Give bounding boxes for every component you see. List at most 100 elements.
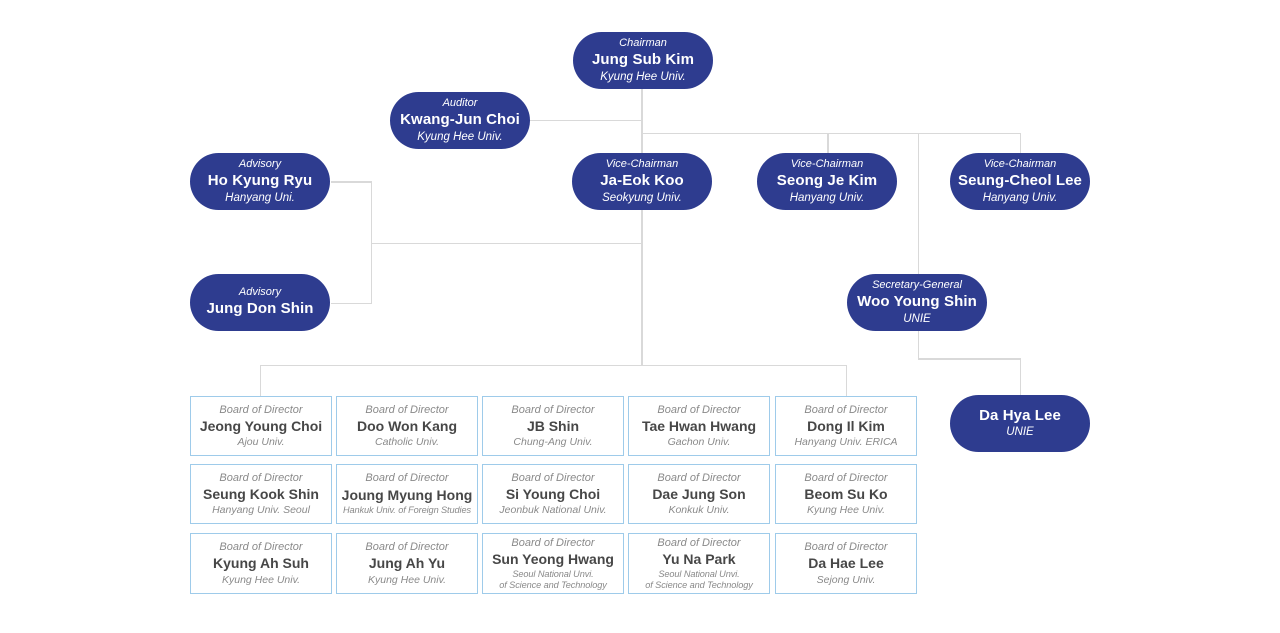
node-name: Kwang-Jun Choi	[400, 110, 520, 128]
node-name: Seong Je Kim	[776, 171, 878, 189]
org-node-chairman: Chairman Jung Sub Kim Kyung Hee Univ.	[573, 32, 713, 89]
org-node-board-9: Board of Director Dae Jung Son Konkuk Un…	[628, 464, 770, 524]
connector-center-trunk	[641, 210, 643, 365]
connector-advisory1	[331, 181, 371, 183]
node-org: Seoul National Unvi. of Science and Tech…	[645, 569, 753, 590]
node-role: Advisory	[238, 157, 282, 170]
connector-vchairman2-drop	[827, 132, 829, 154]
node-name: Ho Kyung Ryu	[207, 171, 313, 189]
node-org: Hanyang Uni.	[225, 191, 295, 204]
connector-advisory2	[331, 302, 371, 304]
node-role: Board of Director	[804, 541, 888, 554]
node-org: Kyung Hee Univ.	[367, 573, 446, 586]
connector-secretary-staff	[917, 358, 1021, 360]
node-org: Kyung Hee Univ.	[600, 70, 686, 83]
node-role: Board of Director	[511, 536, 595, 549]
connector-board-right-drop	[845, 364, 847, 397]
connector-auditor	[528, 119, 642, 121]
node-name: Dae Jung Son	[652, 485, 746, 502]
node-role: Auditor	[442, 96, 478, 109]
connector-advisory-trunk	[370, 242, 642, 244]
node-role: Board of Director	[219, 403, 303, 416]
node-role: Board of Director	[657, 403, 741, 416]
node-role: Board of Director	[511, 471, 595, 484]
node-name: Seung-Cheol Lee	[957, 171, 1082, 189]
node-role: Board of Director	[511, 403, 595, 416]
node-role: Vice-Chairman	[605, 157, 679, 170]
org-node-board-8: Board of Director Si Young Choi Jeonbuk …	[482, 464, 624, 524]
org-node-board-5: Board of Director Dong Il Kim Hanyang Un…	[775, 396, 917, 456]
node-name: Da Hae Lee	[808, 555, 884, 572]
node-name: Si Young Choi	[505, 485, 601, 502]
org-node-board-10: Board of Director Beom Su Ko Kyung Hee U…	[775, 464, 917, 524]
org-node-auditor: Auditor Kwang-Jun Choi Kyung Hee Univ.	[390, 92, 530, 149]
node-role: Vice-Chairman	[983, 157, 1057, 170]
node-org: Ajou Univ.	[237, 436, 285, 449]
node-org: Hanyang Univ. Seoul	[212, 504, 310, 517]
node-role: Board of Director	[657, 471, 741, 484]
node-role: Board of Director	[365, 472, 449, 485]
node-name: Kyung Ah Suh	[213, 555, 309, 572]
node-role: Board of Director	[657, 536, 741, 549]
node-role: Board of Director	[219, 471, 303, 484]
node-org: Gachon Univ.	[667, 436, 731, 449]
org-node-board-15: Board of Director Da Hae Lee Sejong Univ…	[775, 533, 917, 594]
node-org: Jeonbuk National Univ.	[499, 504, 607, 517]
node-name: Da Hya Lee	[979, 406, 1061, 424]
node-org: Hankuk Univ. of Foreign Studies	[343, 505, 471, 516]
node-org: UNIE	[903, 312, 931, 325]
node-role: Board of Director	[219, 541, 303, 554]
org-node-board-11: Board of Director Kyung Ah Suh Kyung Hee…	[190, 533, 332, 594]
node-name: Doo Won Kang	[356, 417, 458, 434]
node-role: Vice-Chairman	[790, 157, 864, 170]
node-name: Dong Il Kim	[807, 417, 885, 434]
org-node-board-6: Board of Director Seung Kook Shin Hanyan…	[190, 464, 332, 524]
node-org: UNIE	[1006, 426, 1034, 439]
node-role: Advisory	[238, 285, 282, 298]
connector-top-branch	[641, 132, 1021, 134]
node-name: Woo Young Shin	[857, 292, 977, 310]
connector-board-left-drop	[259, 364, 261, 397]
org-node-advisory-1: Advisory Ho Kyung Ryu Hanyang Uni.	[190, 153, 330, 210]
node-org: Kyung Hee Univ.	[806, 504, 885, 517]
org-node-board-2: Board of Director Doo Won Kang Catholic …	[336, 396, 478, 456]
org-node-vice-chairman-2: Vice-Chairman Seong Je Kim Hanyang Univ.	[757, 153, 897, 210]
connector-staff-drop	[1019, 358, 1021, 395]
org-node-vice-chairman-1: Vice-Chairman Ja-Eok Koo Seokyung Univ.	[572, 153, 712, 210]
node-org: Hanyang Univ.	[789, 191, 865, 204]
node-org: Seokyung Univ.	[602, 191, 682, 204]
node-role: Board of Director	[365, 403, 449, 416]
node-org: Konkuk Univ.	[668, 504, 730, 517]
node-org: Chung-Ang Univ.	[513, 436, 593, 449]
node-name: Ja-Eok Koo	[600, 171, 684, 189]
node-name: Jung Sub Kim	[591, 50, 695, 68]
node-role: Board of Director	[365, 541, 449, 554]
org-node-board-14: Board of Director Yu Na Park Seoul Natio…	[628, 533, 770, 594]
node-role: Chairman	[619, 36, 667, 49]
node-org: Catholic Univ.	[375, 436, 439, 449]
node-org: Seoul National Unvi. of Science and Tech…	[499, 569, 607, 590]
connector-secretary-drop	[917, 132, 919, 275]
org-node-board-12: Board of Director Jung Ah Yu Kyung Hee U…	[336, 533, 478, 594]
node-name: Jung Don Shin	[206, 299, 314, 317]
org-node-board-4: Board of Director Tae Hwan Hwang Gachon …	[628, 396, 770, 456]
node-org: Hanyang Univ.	[982, 191, 1058, 204]
node-role: Secretary-General	[872, 278, 962, 291]
org-node-secretary-general: Secretary-General Woo Young Shin UNIE	[847, 274, 987, 331]
org-node-board-3: Board of Director JB Shin Chung-Ang Univ…	[482, 396, 624, 456]
node-name: JB Shin	[526, 417, 580, 434]
connector-secretary-down	[917, 331, 919, 359]
node-org: Kyung Hee Univ.	[417, 130, 503, 143]
node-org: Sejong Univ.	[816, 573, 876, 586]
org-node-staff: Da Hya Lee UNIE	[950, 395, 1090, 452]
node-org: Kyung Hee Univ.	[221, 573, 300, 586]
connector-board-branch	[259, 364, 847, 366]
connector-vchairman3-drop	[1019, 132, 1021, 154]
node-role: Board of Director	[804, 403, 888, 416]
node-role: Board of Director	[804, 471, 888, 484]
node-name: Jeong Young Choi	[199, 417, 323, 434]
org-node-board-7: Board of Director Joung Myung Hong Hanku…	[336, 464, 478, 524]
node-name: Beom Su Ko	[804, 485, 888, 502]
node-org: Hanyang Univ. ERICA	[794, 436, 898, 449]
